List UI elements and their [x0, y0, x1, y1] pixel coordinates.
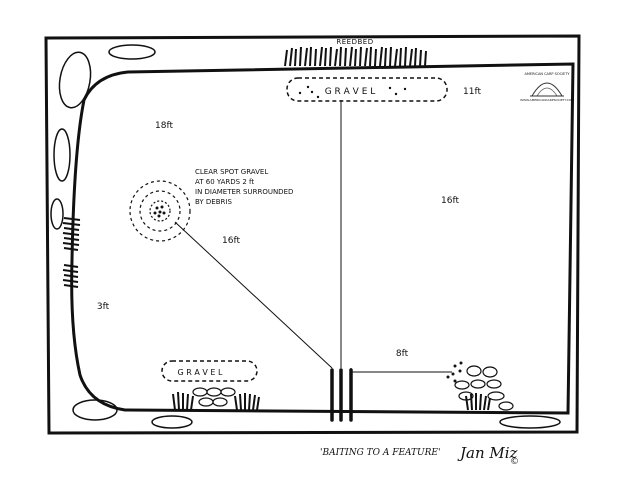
stones-bottom-right	[454, 365, 514, 411]
svg-text:BY DEBRIS: BY DEBRIS	[195, 198, 232, 206]
gravel-bar-bottom	[161, 360, 258, 382]
gravel-bar-top	[286, 77, 448, 102]
bank-island	[72, 399, 118, 421]
gravel-label-bottom: G R A V E L	[178, 368, 223, 377]
depth-label-16-right: 16ft	[441, 196, 459, 206]
reedbed-bottom-right	[465, 393, 491, 411]
reedbed-bottom-left	[172, 391, 260, 411]
svg-text:AMERICAN CARP SOCIETY: AMERICAN CARP SOCIETY	[524, 72, 570, 76]
depth-label-18: 18ft	[155, 121, 173, 131]
copyright-mark: ©	[510, 457, 519, 467]
clear-spot-target	[129, 180, 191, 242]
acs-logo: AMERICAN CARP SOCIETY WWW.AMERICANCARPSO…	[520, 72, 574, 102]
bank-island	[108, 44, 156, 60]
gravel-label-top: G R A V E L	[325, 87, 376, 97]
reedbed-top	[284, 46, 427, 67]
reedbed-label: REEDBED	[336, 38, 373, 46]
bait-scatter-right	[446, 361, 463, 383]
svg-text:WWW.AMERICANCARPSOCIETY.COM: WWW.AMERICANCARPSOCIETY.COM	[520, 98, 574, 102]
svg-text:CLEAR SPOT GRAVEL: CLEAR SPOT GRAVEL	[195, 168, 268, 176]
depth-label-11: 11ft	[463, 87, 481, 97]
reedbed-left	[62, 217, 81, 288]
outer-frame	[44, 34, 581, 435]
bank-island	[499, 415, 561, 429]
depth-label-8: 8ft	[396, 349, 409, 359]
cast-line-clear-spot	[174, 221, 333, 369]
bank-island	[53, 128, 71, 182]
depth-label-3: 3ft	[97, 302, 110, 312]
diagram-caption: 'BAITING TO A FEATURE'	[320, 448, 440, 458]
bank-island	[50, 198, 64, 230]
svg-text:AT 60 YARDS 2 ft: AT 60 YARDS 2 ft	[195, 178, 254, 186]
depth-label-16-center: 16ft	[222, 236, 240, 246]
stones-bottom-left	[192, 387, 236, 407]
bank-island	[58, 51, 92, 109]
clear-spot-note: CLEAR SPOT GRAVEL AT 60 YARDS 2 ft IN DI…	[195, 168, 293, 206]
bank-island	[151, 415, 193, 429]
clear-spot-bait	[153, 205, 166, 218]
svg-text:IN DIAMETER SURROUNDED: IN DIAMETER SURROUNDED	[195, 188, 293, 196]
fishing-rods	[330, 368, 353, 422]
author-signature: Jan Miz	[457, 444, 518, 462]
